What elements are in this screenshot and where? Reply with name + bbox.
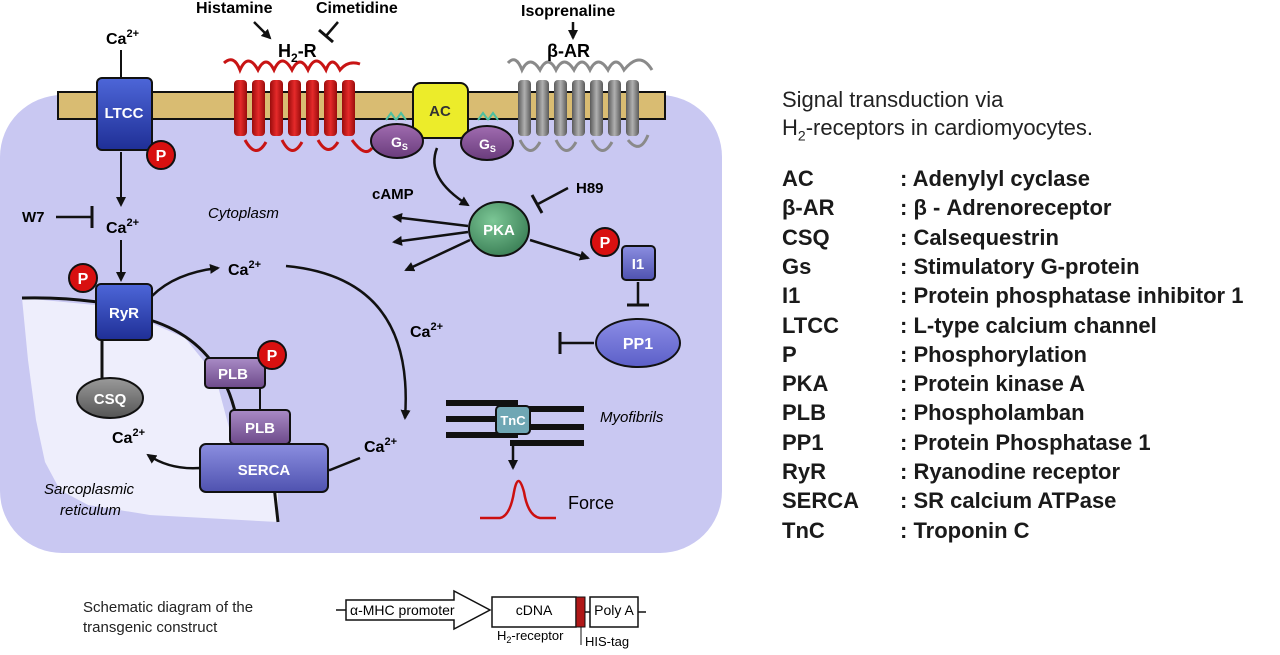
signaling-diagram: Histamine Cimetidine H2-R Isoprenaline β…	[0, 0, 722, 649]
plb-upper-label: PLB	[218, 366, 248, 383]
csq-protein	[76, 377, 144, 419]
tnc-protein	[495, 405, 531, 435]
myofibrils-label: Myofibrils	[600, 409, 664, 426]
ryr-label: RyR	[109, 305, 139, 322]
plb-phosphorylation	[257, 340, 287, 370]
pka-label: PKA	[483, 222, 515, 239]
his-tag-label: HIS-tag	[585, 634, 629, 649]
beta-adrenoreceptor	[506, 58, 654, 152]
plb-upper	[204, 357, 266, 389]
myofibril-filaments	[446, 400, 584, 446]
pka-to-i1-arrow	[529, 238, 590, 261]
promoter-arrow	[345, 589, 492, 631]
w7-label: W7	[22, 209, 45, 226]
w7-inhibition	[56, 206, 94, 228]
ryr-phosphorylation	[68, 263, 98, 293]
serca-label: SERCA	[238, 462, 291, 479]
legend-panel: Signal transduction via H2-receptors in …	[782, 86, 1244, 543]
ca-cyto-label: Ca2+	[410, 321, 443, 341]
ltcc-channel	[96, 77, 153, 151]
pp1-label: PP1	[623, 336, 653, 353]
csq-label: CSQ	[94, 391, 127, 408]
ac-label: AC	[429, 103, 451, 120]
ca-ltcc-label: Ca2+	[106, 217, 139, 237]
gs-activation-marks	[385, 111, 499, 121]
his-tag-box	[575, 596, 586, 628]
construct-title-line2: transgenic construct	[83, 619, 218, 636]
ltcc-phosphorylation	[146, 140, 176, 170]
construct-title-line1: Schematic diagram of the	[83, 599, 254, 616]
h2-receptor-construct-label: H2-receptor	[497, 628, 564, 645]
ca-serca-right-label: Ca2+	[364, 436, 397, 456]
gs-right-label: GS	[479, 136, 496, 154]
gs-right	[460, 125, 514, 161]
cimetidine-label: Cimetidine	[316, 0, 398, 17]
pp1-inhibition	[558, 332, 594, 354]
h89-inhibition	[530, 186, 569, 214]
transgenic-construct: α-MHC promoter cDNA Poly A H2-receptor H…	[336, 589, 646, 649]
figure-caption: Signal transduction via H2-receptors in …	[782, 86, 1093, 149]
histamine-arrow	[253, 21, 272, 40]
force-label: Force	[568, 493, 614, 513]
i1-phosphorylation	[590, 227, 620, 257]
pka-targets-arrows	[392, 213, 471, 272]
ac-to-pka-arrow	[433, 147, 470, 207]
sr-label-line2: reticulum	[60, 502, 121, 519]
sr-label-line1: Sarcoplasmic	[44, 481, 135, 498]
h2-receptor	[222, 58, 374, 154]
ryr-p-label: P	[78, 271, 89, 288]
serca-pump	[199, 443, 329, 493]
histamine-label: Histamine	[196, 0, 273, 17]
isoprenaline-label: Isoprenaline	[521, 3, 615, 20]
ltcc-p-label: P	[156, 148, 167, 165]
gs-left	[370, 123, 424, 159]
cdna-box	[491, 596, 577, 628]
i1-inhibitor	[621, 245, 656, 281]
sr-membrane-line	[21, 296, 99, 304]
cytoplasm-label: Cytoplasm	[208, 205, 279, 222]
camp-label: cAMP	[372, 186, 414, 203]
h2r-label: H2-R	[278, 41, 317, 65]
ca-sr-label: Ca2+	[112, 427, 145, 447]
pp1-phosphatase	[595, 318, 681, 368]
gs-left-label: GS	[391, 134, 408, 152]
plb-lower-label: PLB	[245, 420, 275, 437]
promoter-label: α-MHC promoter	[350, 602, 455, 618]
i1-label: I1	[632, 256, 645, 273]
ryr-receptor	[95, 283, 153, 341]
cimetidine-inhibition	[318, 21, 339, 44]
plb-p-label: P	[267, 348, 278, 365]
ltcc-label: LTCC	[105, 105, 144, 122]
ca-to-myofilament-arc	[285, 264, 411, 420]
ryr-ca-release-arrow	[151, 263, 220, 297]
ca-released-label: Ca2+	[228, 259, 261, 279]
h89-label: H89	[576, 180, 604, 197]
construct-title: Schematic diagram of the transgenic cons…	[83, 598, 303, 638]
ac-enzyme	[412, 82, 469, 139]
ca-top-label: Ca2+	[106, 28, 139, 48]
i1-p-label: P	[600, 235, 611, 252]
caption-line2: H2-receptors in cardiomyocytes.	[782, 115, 1094, 144]
force-curve	[480, 479, 556, 520]
cdna-label: cDNA	[516, 602, 553, 618]
poly-a-label: Poly A	[594, 602, 634, 618]
tnc-label: TnC	[500, 413, 526, 428]
pka-kinase	[468, 201, 530, 257]
caption-line1: Signal transduction via	[782, 87, 1004, 112]
i1-inhibits-pp1	[627, 282, 649, 307]
beta-ar-label: β-AR	[547, 41, 590, 61]
